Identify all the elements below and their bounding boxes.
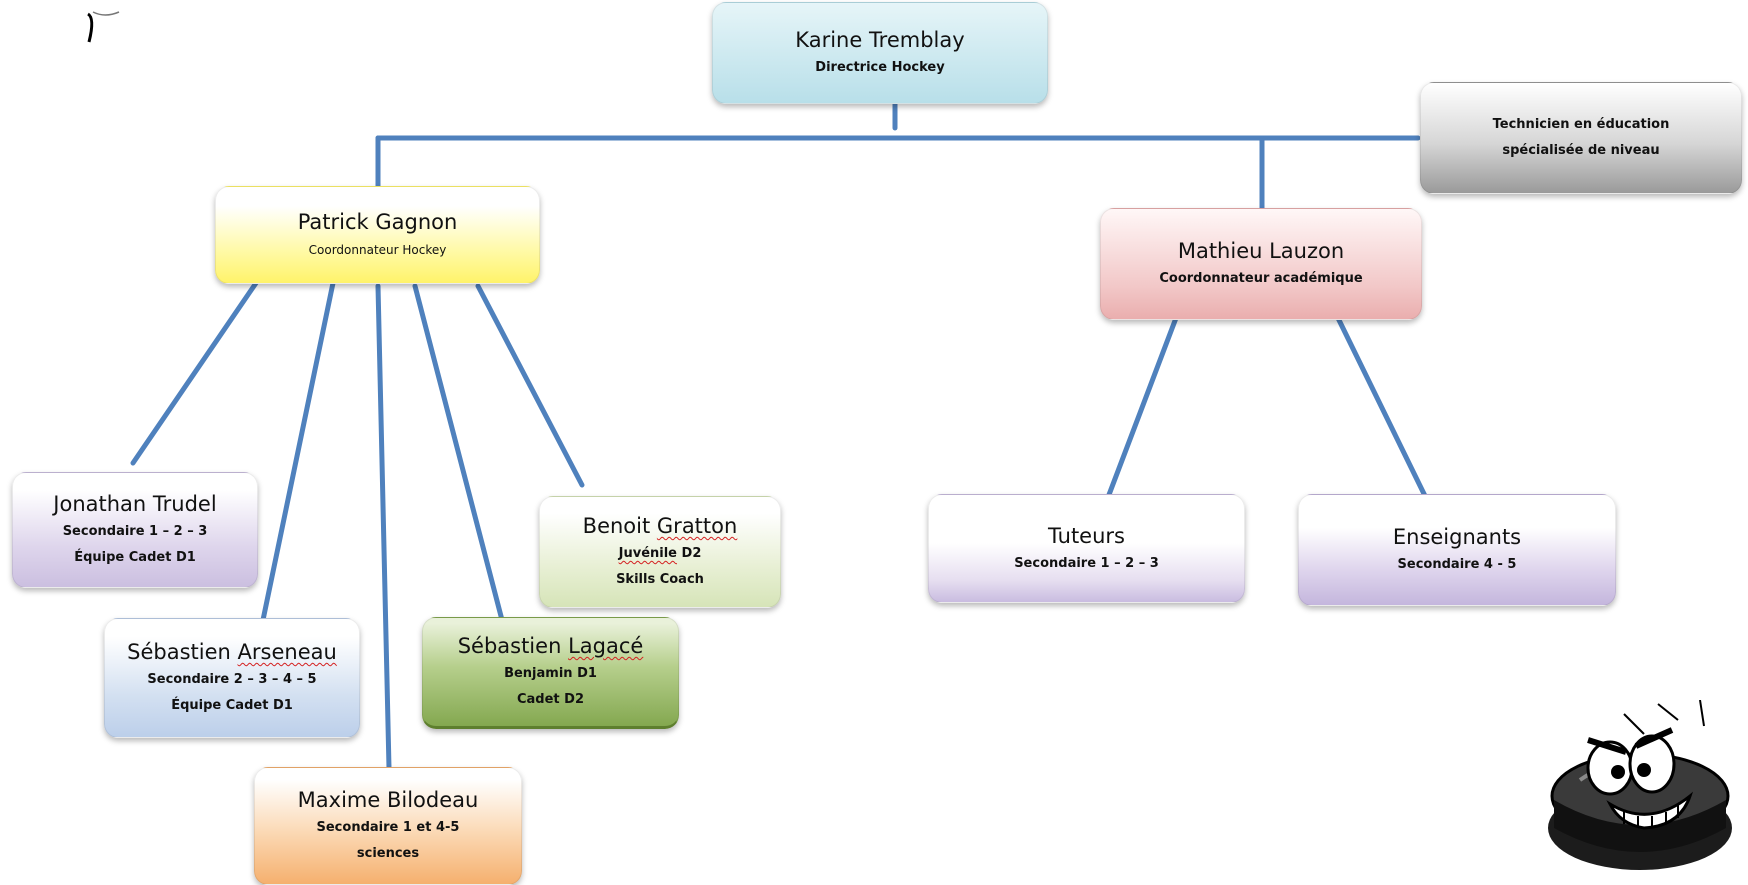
- academic-line1-tuteurs: Secondaire 1 – 2 – 3: [1014, 555, 1159, 571]
- academic-coordinator-name: Mathieu Lauzon: [1177, 239, 1345, 263]
- coach-line2-gratton: Skills Coach: [616, 572, 704, 587]
- academic-box-tuteurs: Tuteurs Secondaire 1 – 2 – 3: [928, 494, 1245, 603]
- connector-gagnon-lagace: [412, 283, 505, 623]
- coach-name-bilodeau: Maxime Bilodeau: [297, 788, 479, 812]
- coach-line2-arseneau: Équipe Cadet D1: [171, 698, 293, 713]
- coach-name-lagace: Sébastien Lagacé: [457, 634, 644, 658]
- coach-line2-bilodeau: sciences: [356, 846, 420, 861]
- hockey-puck-mascot-icon: [1548, 700, 1732, 870]
- coach-line2-trudel: Équipe Cadet D1: [74, 550, 196, 565]
- academic-coordinator-box: Mathieu Lauzon Coordonnateur académique: [1100, 208, 1422, 320]
- academic-name-enseignants: Enseignants: [1392, 525, 1522, 549]
- academic-line1-enseignants: Secondaire 4 - 5: [1397, 557, 1517, 572]
- coach-line2-lagace: Cadet D2: [516, 692, 584, 707]
- coach-name-arseneau: Sébastien Arseneau: [127, 640, 337, 664]
- coach-name-trudel: Jonathan Trudel: [53, 492, 217, 516]
- academic-name-tuteurs: Tuteurs: [1048, 523, 1125, 548]
- director-name: Karine Tremblay: [795, 28, 965, 52]
- director-role: Directrice Hockey: [815, 60, 945, 75]
- coach-box-trudel: Jonathan Trudel Secondaire 1 – 2 – 3 Équ…: [12, 472, 258, 588]
- coach-box-arseneau: Sébastien Arseneau Secondaire 2 – 3 – 4 …: [104, 618, 360, 738]
- technician-line2: spécialisée de niveau: [1502, 143, 1660, 158]
- connector-gagnon-gratton: [475, 283, 585, 488]
- logo-icon: [87, 11, 120, 43]
- connector-lauzon-enseignants: [1335, 315, 1430, 503]
- coach-box-bilodeau: Maxime Bilodeau Secondaire 1 et 4-5 scie…: [254, 767, 522, 885]
- hockey-coordinator-name: Patrick Gagnon: [297, 210, 458, 234]
- coach-box-gratton: Benoit Gratton Juvénile D2 Skills Coach: [539, 496, 781, 608]
- connector-gagnon-bilodeau: [375, 283, 392, 771]
- director-box: Karine Tremblay Directrice Hockey: [712, 2, 1048, 104]
- academic-box-enseignants: Enseignants Secondaire 4 - 5: [1298, 494, 1616, 606]
- coach-line1-lagace: Benjamin D1: [504, 666, 597, 681]
- coach-line1-arseneau: Secondaire 2 – 3 – 4 – 5: [147, 672, 317, 687]
- academic-coordinator-role: Coordonnateur académique: [1159, 271, 1363, 286]
- hockey-coordinator-box: Patrick Gagnon Coordonnateur Hockey: [215, 186, 540, 284]
- coach-box-lagace: Sébastien Lagacé Benjamin D1 Cadet D2: [422, 617, 679, 729]
- coach-line1-bilodeau: Secondaire 1 et 4-5: [316, 820, 460, 835]
- technician-box: Technicien en éducation spécialisée de n…: [1420, 82, 1742, 194]
- technician-line1: Technicien en éducation: [1492, 117, 1670, 132]
- connector-gagnon-arseneau: [260, 280, 336, 623]
- coach-line1-gratton: Juvénile D2: [618, 546, 702, 561]
- coach-line1-trudel: Secondaire 1 – 2 – 3: [62, 524, 208, 539]
- hockey-coordinator-role: Coordonnateur Hockey: [308, 243, 447, 257]
- connector-gagnon-trudel: [130, 280, 259, 466]
- connector-lauzon-tuteurs: [1104, 315, 1179, 503]
- coach-name-gratton: Benoit Gratton: [582, 514, 738, 538]
